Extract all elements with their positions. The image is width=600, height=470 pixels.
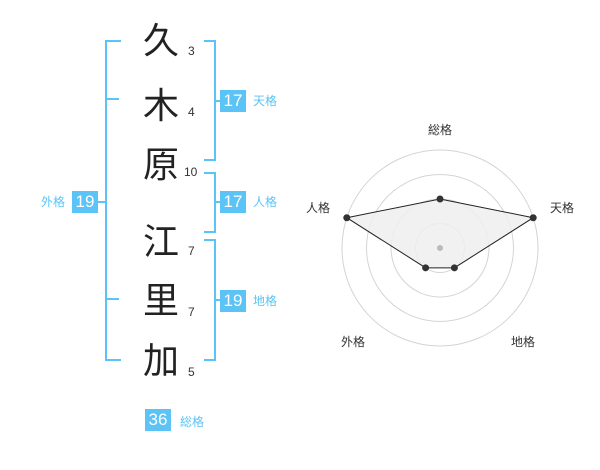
radar-label-chikaku: 地格 xyxy=(511,335,536,349)
name-char-4: 江 xyxy=(142,222,179,263)
name-char-6: 加 xyxy=(142,341,179,382)
jinkaku-badge: 17 xyxy=(220,191,246,213)
radar-label-soukaku: 総格 xyxy=(428,123,453,137)
soukaku-badge: 36 xyxy=(145,409,171,431)
radar-grid-ring xyxy=(341,149,539,347)
stroke-count-3: 10 xyxy=(184,165,198,179)
radar-point-gaikaku xyxy=(422,264,430,272)
gaikaku-bracket xyxy=(105,40,121,361)
radar-grid-ring xyxy=(366,174,514,322)
name-char-5: 里 xyxy=(142,281,179,322)
name-char-2: 木 xyxy=(142,86,179,127)
tenkaku-label: 天格 xyxy=(253,94,278,108)
radar-score-area xyxy=(345,198,535,269)
soukaku-label: 総格 xyxy=(180,415,205,429)
radar-point-soukaku xyxy=(436,195,444,203)
tenkaku-bracket xyxy=(204,40,216,161)
radar-point-chikaku xyxy=(450,264,458,272)
gaikaku-connector xyxy=(96,201,105,203)
gaikaku-badge: 19 xyxy=(72,191,98,213)
gaikaku-label: 外格 xyxy=(41,195,66,209)
tenkaku-connector xyxy=(216,100,222,102)
chikaku-bracket xyxy=(204,239,216,361)
tenkaku-badge: 17 xyxy=(220,90,246,112)
radar-center-dot xyxy=(437,245,443,251)
stroke-count-1: 3 xyxy=(188,44,195,58)
name-char-1: 久 xyxy=(142,21,179,62)
gaikaku-bracket-tick-bottom xyxy=(105,298,119,300)
jinkaku-bracket xyxy=(204,172,216,233)
chikaku-label: 地格 xyxy=(253,294,278,308)
radar-label-gaikaku: 外格 xyxy=(341,335,366,349)
radar-point-jinkaku xyxy=(343,214,351,222)
jinkaku-connector xyxy=(216,201,222,203)
name-char-3: 原 xyxy=(142,145,179,186)
chikaku-connector xyxy=(216,299,222,301)
stroke-count-4: 7 xyxy=(188,244,195,258)
chikaku-badge: 19 xyxy=(220,290,246,312)
radar-label-tenkaku: 天格 xyxy=(550,201,575,215)
radar-label-jinkaku: 人格 xyxy=(306,201,331,215)
radar-point-tenkaku xyxy=(529,214,537,222)
stroke-count-6: 5 xyxy=(188,365,195,379)
stroke-count-2: 4 xyxy=(188,105,195,119)
gaikaku-bracket-tick-top xyxy=(105,98,119,100)
jinkaku-label: 人格 xyxy=(253,195,278,209)
stroke-count-5: 7 xyxy=(188,305,195,319)
